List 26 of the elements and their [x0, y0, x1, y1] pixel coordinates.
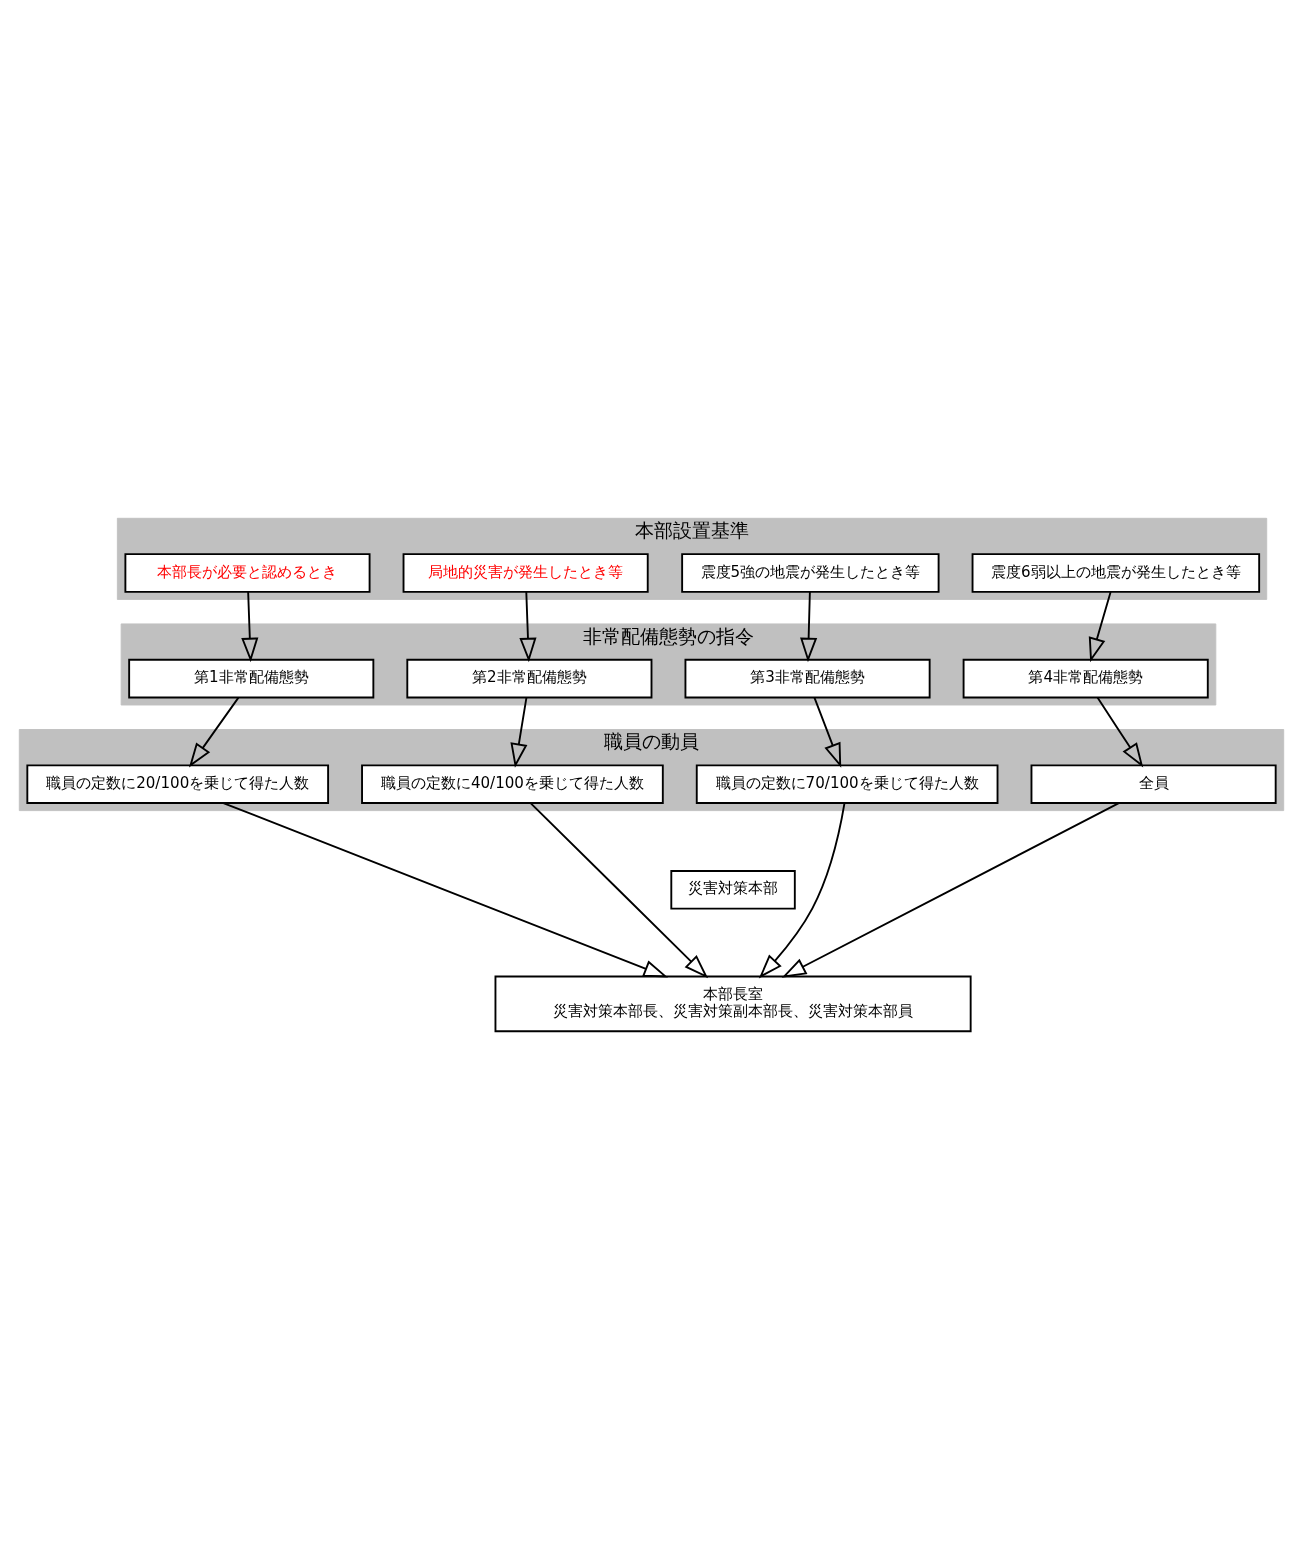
arrow	[529, 801, 709, 978]
node-box: 職員の定数に40/100を乗じて得た人数	[361, 763, 664, 804]
node-box: 全員	[1030, 763, 1277, 804]
node-box: 本部長が必要と認めるとき	[124, 552, 371, 593]
arrow	[188, 696, 240, 767]
node-box: 震度5強の地震が発生したとき等	[681, 552, 940, 593]
arrow	[241, 590, 259, 662]
arrow	[800, 590, 818, 662]
arrow	[519, 590, 537, 662]
node-box: 本部長室 災害対策本部長、災害対策副本部長、災害対策本部員	[494, 975, 972, 1032]
node-box: 職員の定数に70/100を乗じて得た人数	[695, 763, 999, 804]
arrow	[1096, 696, 1144, 767]
arrow	[1088, 590, 1112, 662]
arrow	[510, 696, 528, 768]
node-box: 震度6弱以上の地震が発生したとき等	[971, 552, 1261, 593]
node-box: 第4非常配備態勢	[962, 658, 1209, 698]
arrow	[781, 801, 1120, 978]
node-box: 職員の定数に20/100を乗じて得た人数	[26, 763, 330, 804]
arrow	[222, 801, 669, 977]
node-box: 第2非常配備態勢	[406, 658, 653, 698]
node-box: 局地的災害が発生したとき等	[402, 552, 649, 593]
node-box: 災害対策本部	[670, 869, 796, 910]
arrow	[758, 801, 846, 978]
node-box: 第1非常配備態勢	[128, 658, 375, 698]
arrow	[813, 696, 842, 768]
node-box: 第3非常配備態勢	[684, 658, 931, 698]
